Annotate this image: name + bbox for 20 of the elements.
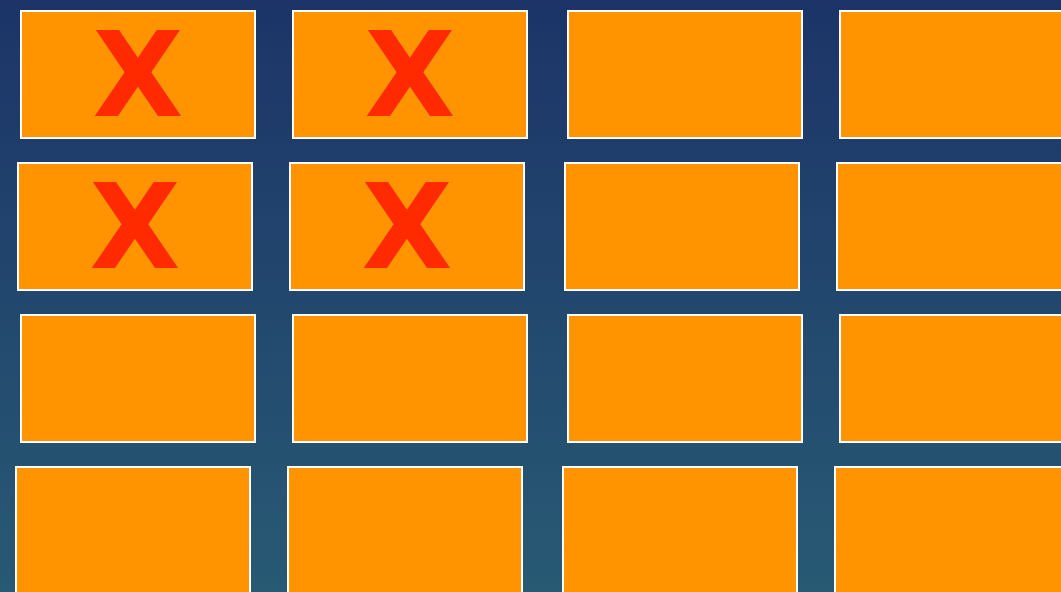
empty-tile xyxy=(836,162,1061,291)
empty-tile xyxy=(839,314,1061,443)
tile xyxy=(20,10,256,139)
empty-tile xyxy=(839,10,1061,139)
empty-tile xyxy=(567,314,803,443)
cross-mark: X xyxy=(364,15,456,134)
cross-mark: X xyxy=(361,167,453,286)
cross-mark: X xyxy=(92,15,184,134)
empty-tile xyxy=(834,466,1061,592)
empty-tile xyxy=(15,466,251,592)
tile xyxy=(292,10,528,139)
tile xyxy=(17,162,253,291)
empty-tile xyxy=(287,466,523,592)
tile xyxy=(289,162,525,291)
empty-tile xyxy=(567,10,803,139)
empty-tile xyxy=(564,162,800,291)
empty-tile xyxy=(562,466,798,592)
empty-tile xyxy=(20,314,256,443)
empty-tile xyxy=(292,314,528,443)
cross-mark: X xyxy=(89,167,181,286)
